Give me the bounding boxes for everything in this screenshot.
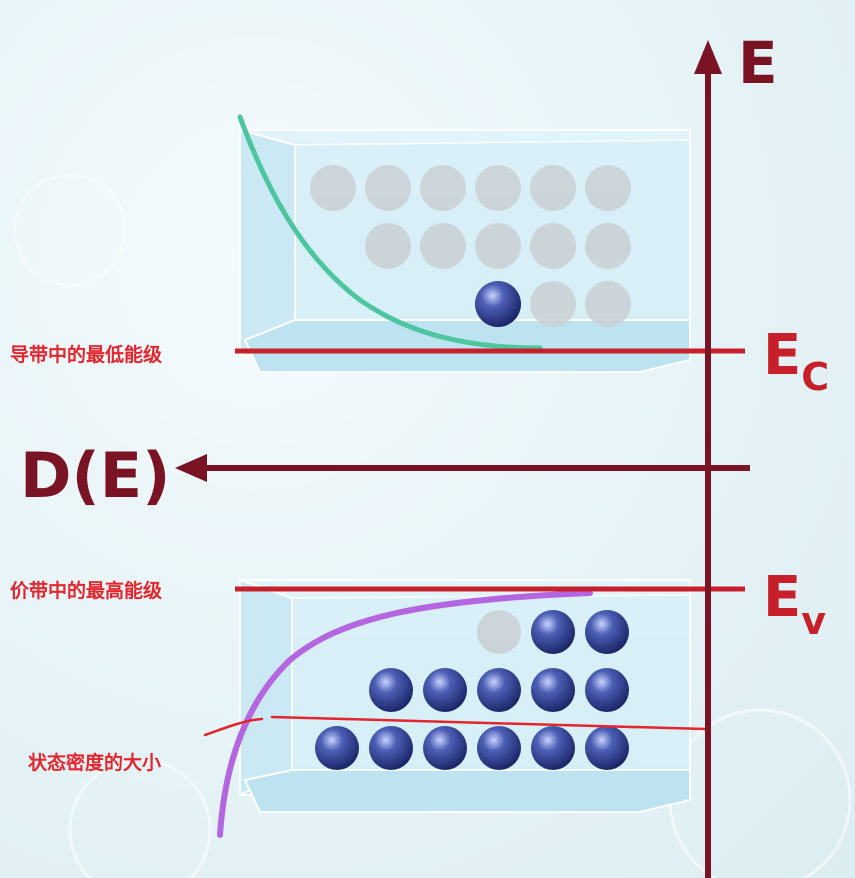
electron-ball xyxy=(369,726,413,770)
empty-state-ball xyxy=(585,281,631,327)
background-ring xyxy=(68,758,212,878)
density-annotation: 状态密度的大小 xyxy=(28,752,162,774)
valence-dos-curve xyxy=(217,590,593,838)
empty-state-ball xyxy=(585,165,631,211)
ec-label: EC xyxy=(763,323,829,399)
energy-axis-label: E xyxy=(738,29,778,97)
electron-ball xyxy=(585,610,629,654)
electron-ball xyxy=(477,668,521,712)
electron-ball xyxy=(423,726,467,770)
empty-state-ball xyxy=(310,165,356,211)
empty-state-ball xyxy=(420,223,466,269)
empty-state-ball xyxy=(530,281,576,327)
empty-state-ball xyxy=(420,165,466,211)
electron-ball xyxy=(475,281,521,327)
background-ring xyxy=(668,708,852,878)
empty-state-ball xyxy=(530,223,576,269)
conduction-level-annotation: 导带中的最低能级 xyxy=(10,344,163,366)
electron-ball xyxy=(369,668,413,712)
electron-ball xyxy=(531,726,575,770)
energy-axis-arrow-icon xyxy=(694,40,722,74)
empty-state-ball xyxy=(365,165,411,211)
conduction-band-states xyxy=(310,165,631,327)
ev-label: Ev xyxy=(763,565,826,643)
dos-axis-label: D(E) xyxy=(20,439,171,512)
valence-level-annotation: 价带中的最高能级 xyxy=(10,580,163,602)
empty-state-ball xyxy=(477,610,521,654)
empty-state-ball xyxy=(585,223,631,269)
electron-ball xyxy=(531,668,575,712)
empty-state-ball xyxy=(365,223,411,269)
empty-state-ball xyxy=(475,223,521,269)
empty-state-ball xyxy=(475,165,521,211)
background-ring xyxy=(13,173,127,287)
electron-ball xyxy=(585,726,629,770)
electron-ball xyxy=(477,726,521,770)
conduction-dos-curve xyxy=(237,114,543,351)
electron-ball xyxy=(423,668,467,712)
electron-ball xyxy=(531,610,575,654)
valence-band-states xyxy=(315,610,629,770)
empty-state-ball xyxy=(530,165,576,211)
dos-axis-arrow-icon xyxy=(175,454,207,482)
electron-ball xyxy=(585,668,629,712)
electron-ball xyxy=(315,726,359,770)
density-marker-line xyxy=(203,715,707,737)
